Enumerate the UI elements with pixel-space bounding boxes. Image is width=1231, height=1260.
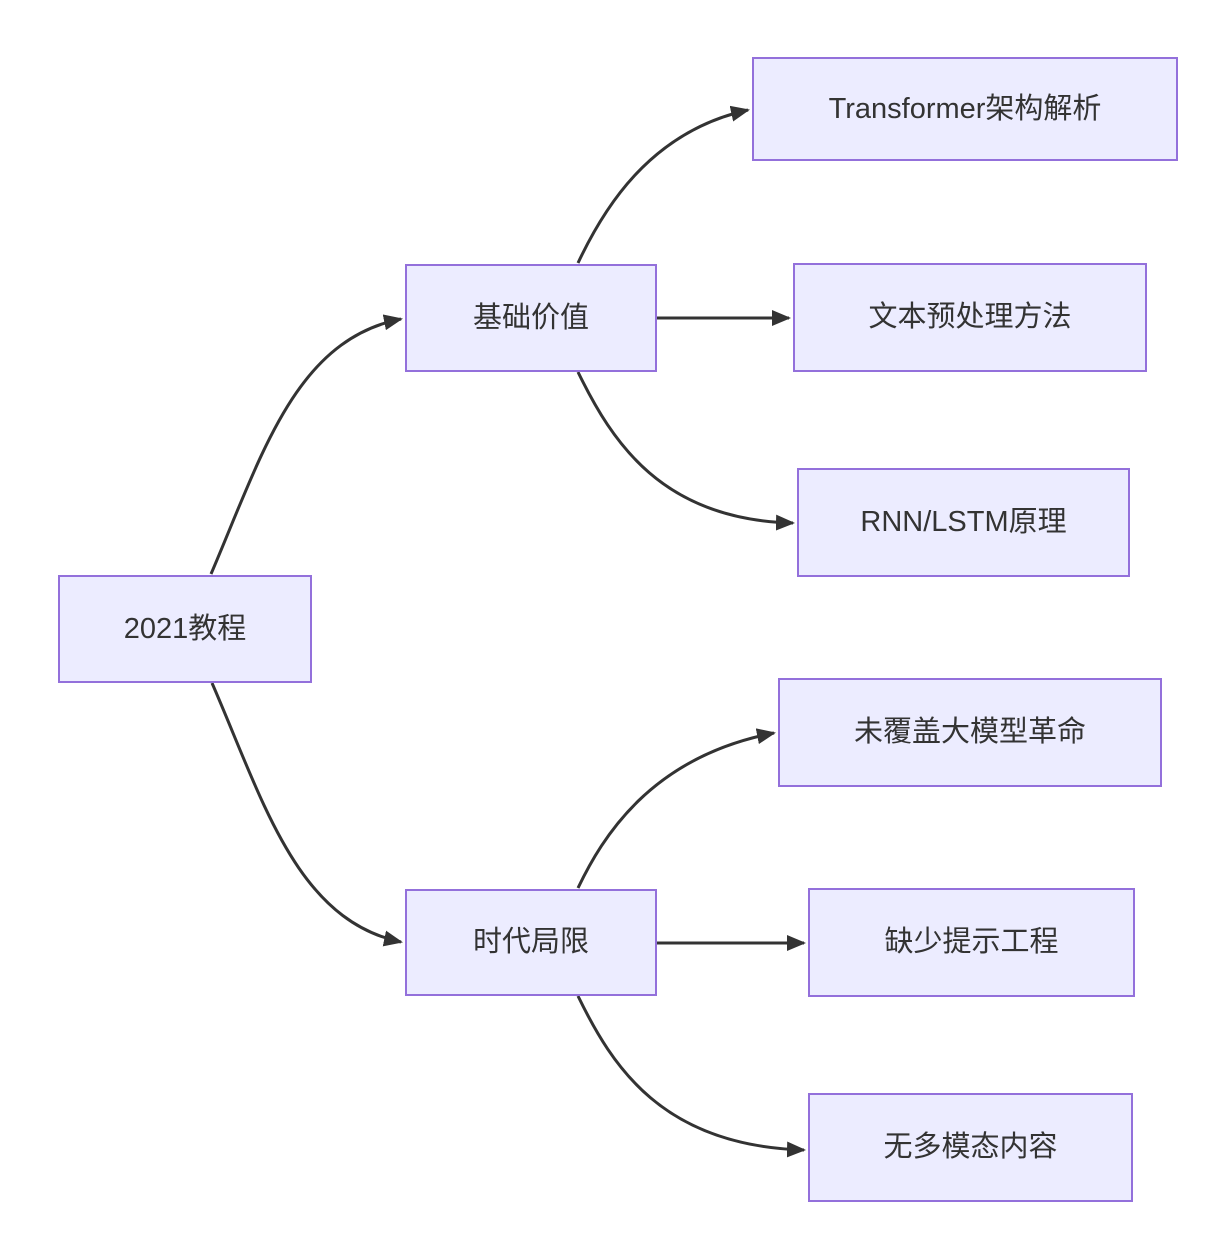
edge-root-to-era-limitations xyxy=(210,682,403,947)
node-2021-tutorial: 2021教程 xyxy=(58,575,312,683)
edge-era-limitations-to-llm-revolution xyxy=(576,728,776,889)
node-no-multimodal-content-label: 无多模态内容 xyxy=(883,1131,1058,1163)
node-text-preprocessing: 文本预处理方法 xyxy=(793,263,1147,372)
node-basic-value: 基础价值 xyxy=(405,264,657,372)
node-era-limitations-label: 时代局限 xyxy=(472,926,589,958)
edge-basic-value-to-rnn-lstm xyxy=(576,371,795,531)
node-transformer-architecture-label: Transformer架构解析 xyxy=(828,92,1102,125)
edge-root-to-basic-value xyxy=(209,314,403,575)
node-era-limitations: 时代局限 xyxy=(405,889,657,996)
node-no-multimodal-content: 无多模态内容 xyxy=(808,1093,1133,1202)
node-text-preprocessing-label: 文本预处理方法 xyxy=(868,301,1072,333)
node-rnn-lstm: RNN/LSTM原理 xyxy=(797,468,1130,577)
edge-era-limitations-to-multimodal xyxy=(576,995,806,1158)
node-missing-prompt-engineering-label: 缺少提示工程 xyxy=(884,926,1059,958)
node-basic-value-label: 基础价值 xyxy=(472,301,589,334)
node-2021-tutorial-label: 2021教程 xyxy=(123,612,247,645)
node-transformer-architecture: Transformer架构解析 xyxy=(752,57,1178,161)
edge-basic-value-to-transformer xyxy=(576,105,750,264)
node-llm-revolution-not-covered: 未覆盖大模型革命 xyxy=(778,678,1162,787)
node-missing-prompt-engineering: 缺少提示工程 xyxy=(808,888,1135,997)
node-rnn-lstm-label: RNN/LSTM原理 xyxy=(860,506,1067,538)
node-llm-revolution-not-covered-label: 未覆盖大模型革命 xyxy=(853,716,1086,748)
